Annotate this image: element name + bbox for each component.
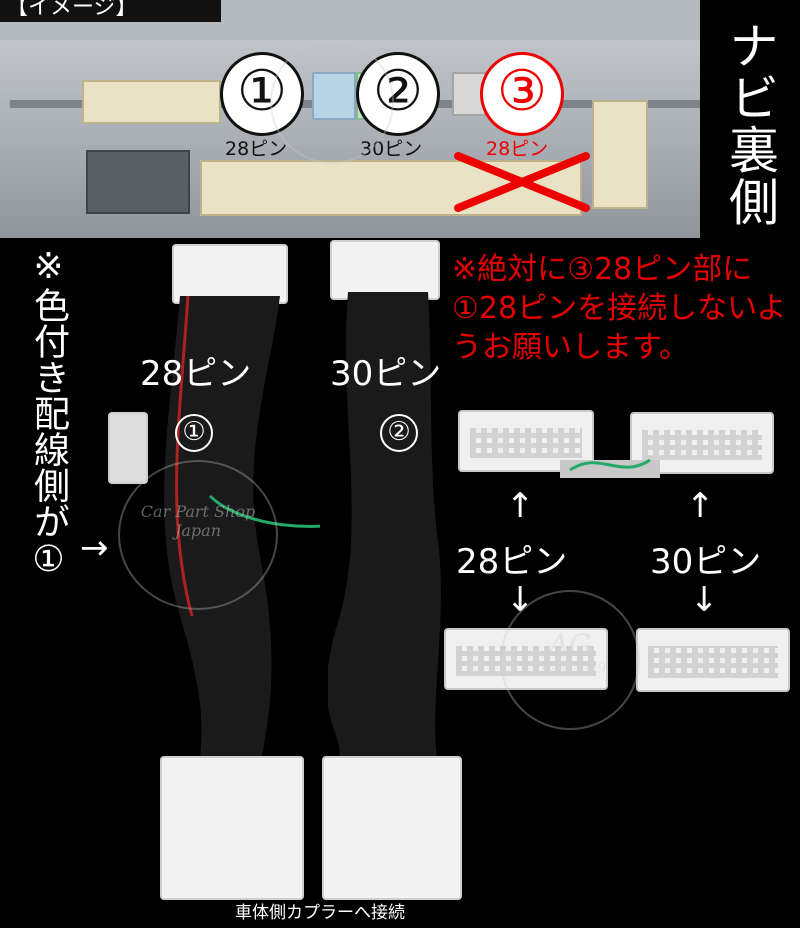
cross-mark-icon [454, 152, 590, 212]
port-3-number: ③ [480, 52, 564, 136]
watermark-since: since2009 [533, 661, 607, 677]
harness-2-bottom-connector [322, 756, 462, 900]
port-white-left [82, 80, 221, 124]
detail-28pin-label: 28ピン [456, 542, 568, 582]
nav-back-box [700, 0, 800, 238]
watermark-region: Japan [174, 521, 222, 540]
port-1-pins: 28ピン [225, 138, 288, 160]
harness-2-top-connector [330, 240, 440, 300]
pointer-arrow: → [80, 528, 109, 568]
nav-back-label: ナビ裏側 [721, 20, 779, 228]
harness-2-number: ② [380, 414, 418, 452]
port-main-strip [200, 160, 582, 216]
watermark-top [270, 40, 394, 164]
detail-30pin-label: 30ピン [650, 542, 762, 582]
watermark-brand: Car Part Shop [140, 502, 256, 521]
up-arrow-1: ↑ [506, 486, 535, 526]
nav-unit-photo: ① 28ピン ② 30ピン ③ 28ピン [0, 0, 700, 238]
detail-bottom-30pin [636, 628, 790, 692]
accessory-plug [108, 412, 148, 484]
harness-2-label: 30ピン [330, 354, 442, 394]
port-right-tall [592, 100, 648, 209]
detail-top-link [560, 458, 660, 478]
warning-text: ※絶対に③28ピン部に①28ピンを接続しないようお願いします。 [452, 252, 787, 365]
port-3-pins: 28ピン [486, 138, 549, 160]
up-arrow-2: ↑ [686, 486, 715, 526]
port-dark [86, 150, 190, 214]
harness-1-top-connector [172, 244, 288, 304]
harness-2-wires [328, 292, 441, 762]
harness-1-label: 28ピン [140, 354, 252, 394]
caption: 車体側カプラーへ接続 [235, 903, 405, 923]
harness-1-number: ① [175, 414, 213, 452]
watermark-logo-left: Car Part Shop Japan [118, 460, 278, 610]
watermark-logo-text: AG [548, 628, 592, 661]
down-arrow-2: ↓ [690, 580, 719, 620]
left-note: ※色付き配線側が① [28, 246, 69, 580]
harness-1-bottom-connector [160, 756, 304, 900]
watermark-logo-right: AG since2009 [500, 590, 640, 730]
image-tag: 【イメージ】 [0, 0, 221, 22]
